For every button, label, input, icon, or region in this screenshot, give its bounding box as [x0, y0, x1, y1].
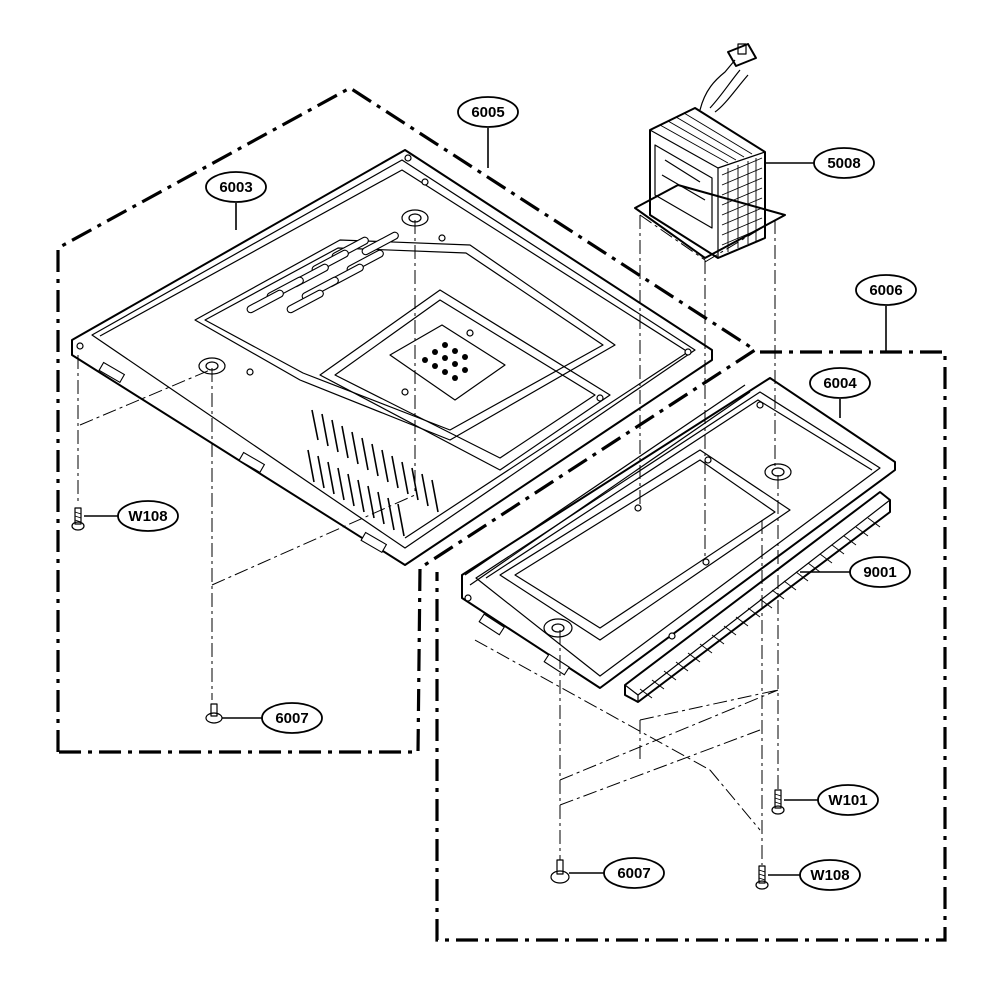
screw-6007-right: [550, 859, 570, 884]
callout-6007-left-label: 6007: [275, 710, 308, 727]
callout-9001-label: 9001: [863, 564, 896, 581]
callout-6007-right[interactable]: 6007: [569, 857, 665, 889]
screw-w108-right: [755, 865, 769, 890]
callout-6005-label: 6005: [471, 104, 504, 121]
callout-w101-label: W101: [828, 792, 867, 809]
callout-w108-left[interactable]: W108: [84, 500, 179, 532]
screw-6007-left: [205, 703, 223, 724]
callout-6007-left[interactable]: 6007: [222, 702, 323, 734]
screw-w101: [771, 789, 785, 815]
callout-9001[interactable]: 9001: [800, 556, 911, 588]
callout-6006[interactable]: 6006: [855, 274, 917, 352]
transformer-5008: [634, 43, 786, 259]
callout-6007-right-label: 6007: [617, 865, 650, 882]
callout-w108-right[interactable]: W108: [768, 859, 861, 891]
callout-w101[interactable]: W101: [784, 784, 879, 816]
slotted-vents: [246, 231, 399, 314]
callout-6004[interactable]: 6004: [809, 367, 871, 418]
callout-6003[interactable]: 6003: [205, 171, 267, 230]
vent-dots: [422, 342, 468, 381]
screw-w108-left: [71, 507, 85, 531]
callout-6004-label: 6004: [823, 375, 857, 392]
callout-5008-label: 5008: [827, 155, 860, 172]
callout-w108-right-label: W108: [810, 867, 849, 884]
seal-strip-9001: [624, 491, 891, 703]
group-6006-boundary: [435, 350, 947, 942]
core-laminations: [659, 112, 763, 252]
callout-6006-label: 6006: [869, 282, 902, 299]
callout-6005[interactable]: 6005: [457, 96, 519, 168]
seal-ribs: [639, 517, 881, 699]
callout-5008[interactable]: 5008: [765, 147, 875, 179]
tray-6004: [461, 377, 896, 689]
projection-lines: [77, 214, 779, 865]
callout-6003-label: 6003: [219, 179, 252, 196]
base-plate-6003: [71, 149, 713, 566]
callout-w108-left-label: W108: [128, 508, 167, 525]
